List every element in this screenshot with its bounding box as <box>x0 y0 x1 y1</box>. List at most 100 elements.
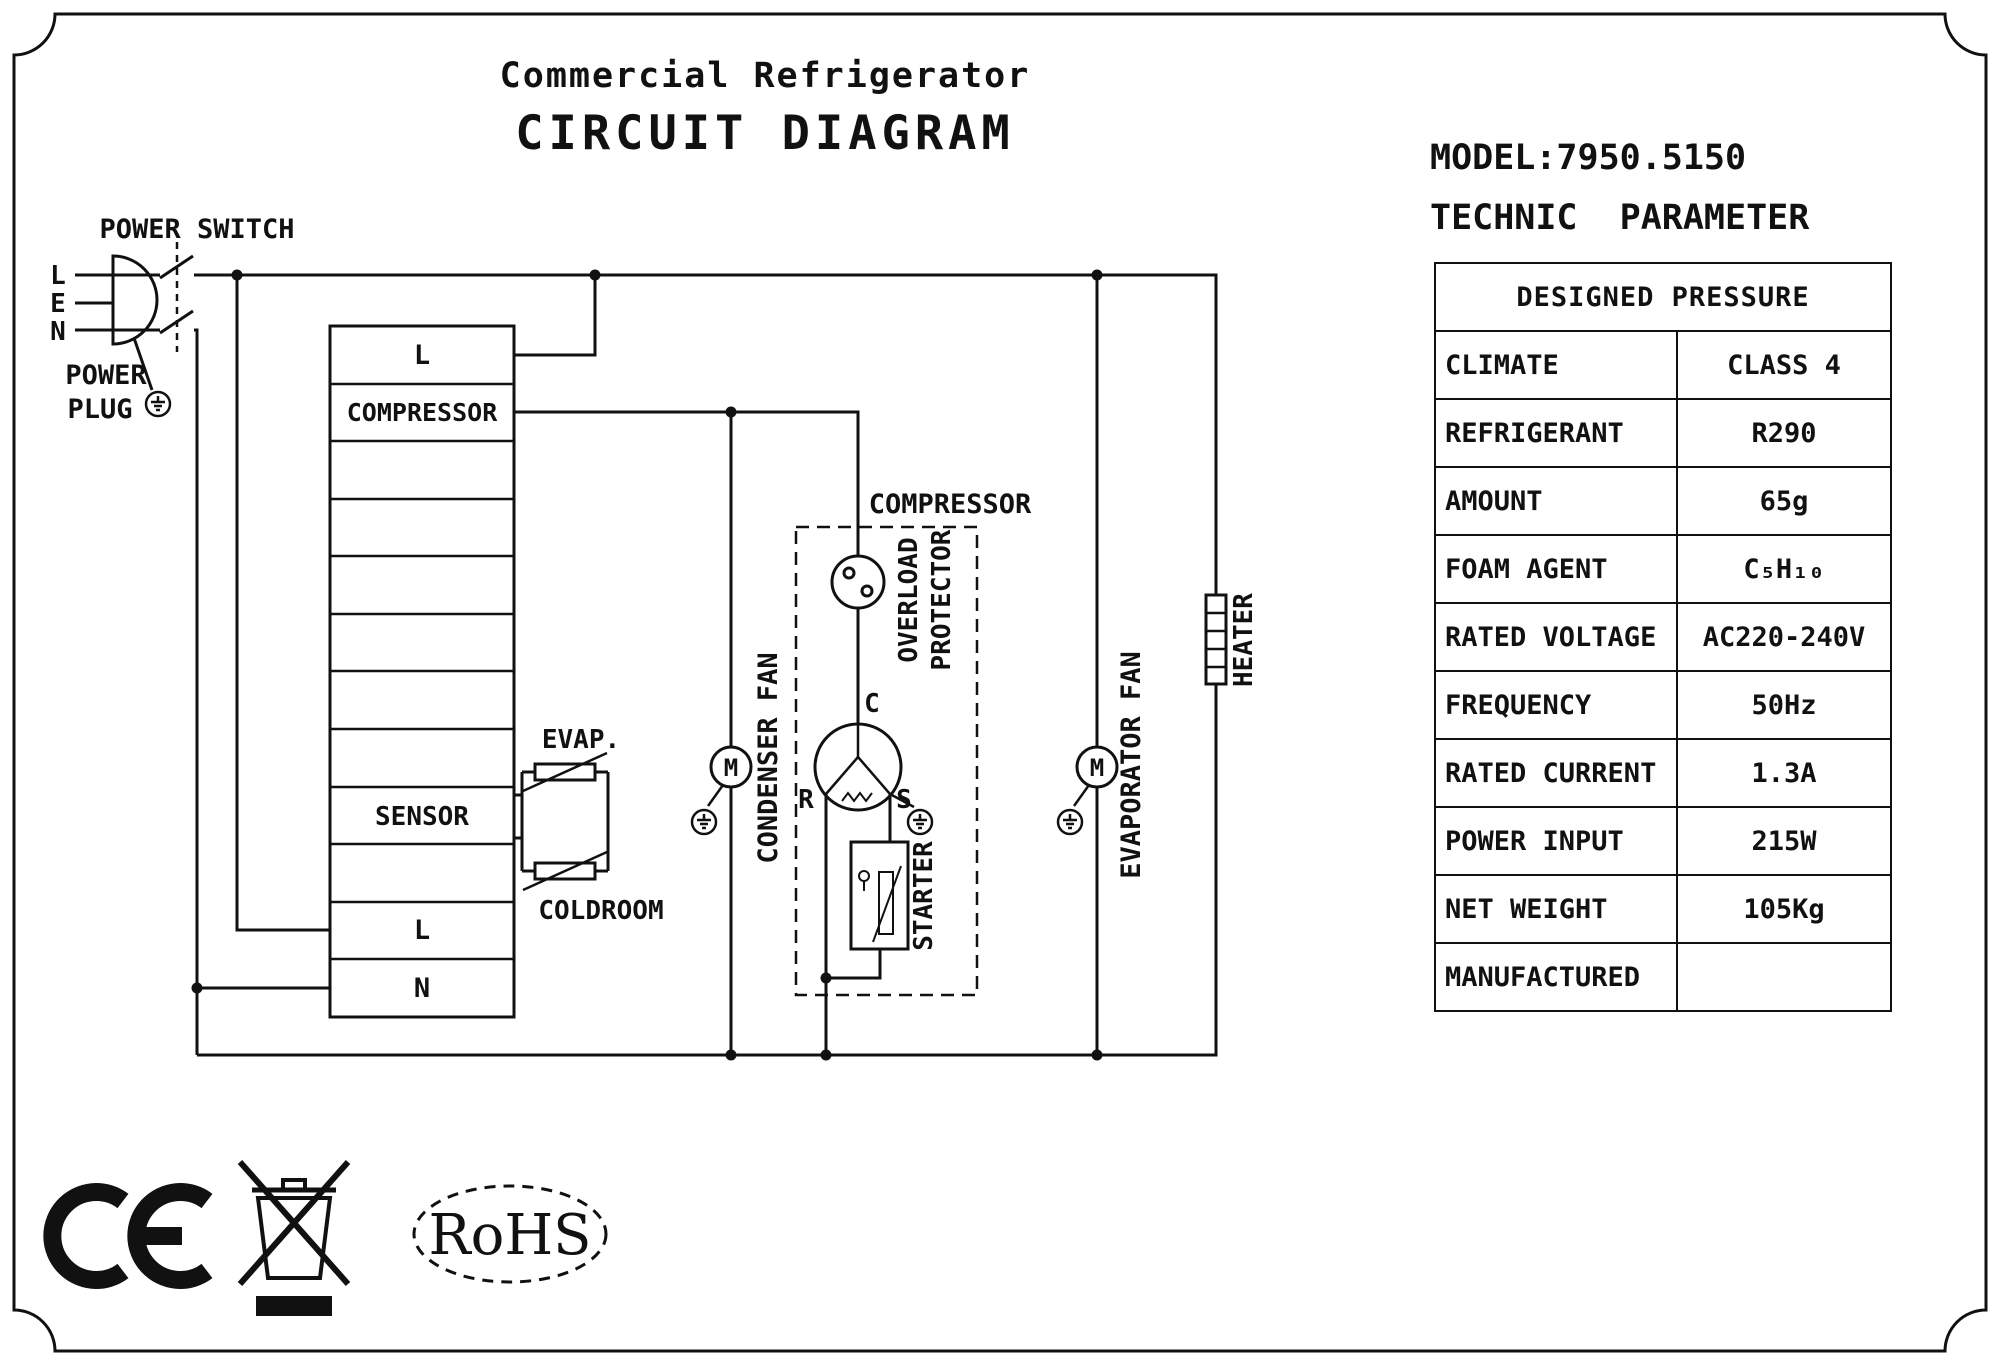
row-label: FREQUENCY <box>1434 670 1678 740</box>
heater-element <box>1204 593 1228 686</box>
rohs-badge: RoHS <box>412 1184 608 1284</box>
overload-contact-1 <box>842 566 856 580</box>
evaporator-motor <box>1075 745 1119 789</box>
decorative-border <box>12 12 1988 1353</box>
row-value: R290 <box>1676 398 1892 468</box>
table-row-net-weight: NET WEIGHT 105Kg <box>1434 874 1892 944</box>
heater-rungs <box>1206 611 1226 669</box>
row-value: CLASS 4 <box>1676 330 1892 400</box>
heater: HEATER <box>1204 593 1259 687</box>
starter-contact <box>858 870 870 882</box>
terminal-l-wire <box>514 275 597 357</box>
technic-parameter-table: DESIGNED PRESSURE CLIMATE CLASS 4 REFRIG… <box>1434 262 1892 1012</box>
plug-label-e: E <box>50 289 66 319</box>
motor-terminal-s: S <box>896 785 912 815</box>
evap-label: EVAP. <box>542 725 620 755</box>
compressor-box-label: COMPRESSOR <box>869 489 1032 520</box>
condenser-fan-label: CONDENSER FAN <box>753 652 784 863</box>
bin-handle <box>281 1178 307 1190</box>
starter-label: STARTER <box>909 841 939 951</box>
evaporator-fan-label: EVAPORATOR FAN <box>1116 651 1147 879</box>
row-label: CLIMATE <box>1434 330 1678 400</box>
bin-cross <box>237 1160 351 1286</box>
motor-terminal-r: R <box>798 785 814 815</box>
technic-parameter-heading: TECHNIC PARAMETER <box>1430 198 1810 238</box>
table-row-frequency: FREQUENCY 50Hz <box>1434 670 1892 740</box>
compressor-dashed-box <box>794 525 979 997</box>
starter-return-wire <box>826 949 882 980</box>
condenser-motor <box>709 745 753 789</box>
power-switch-label: POWER SWITCH <box>99 214 294 245</box>
power-plug-label-1: POWER <box>65 360 147 391</box>
row-label: MANUFACTURED <box>1434 942 1678 1012</box>
starter-ptc <box>878 871 894 935</box>
neutral-line <box>194 328 199 1055</box>
row-value: 50Hz <box>1676 670 1892 740</box>
overload-protector <box>830 554 886 610</box>
motor-terminal-c: C <box>864 689 880 719</box>
overload-contact-2 <box>860 584 874 598</box>
table-row-refrigerant: REFRIGERANT R290 <box>1434 398 1892 468</box>
thermistor-loop <box>520 770 610 873</box>
plug-ground-wire <box>132 337 154 391</box>
terminal-label-sensor: SENSOR <box>375 802 469 832</box>
shell-ground-wire <box>889 792 915 809</box>
row-value: C₅H₁₀ <box>1676 534 1892 604</box>
table-row-climate: CLIMATE CLASS 4 <box>1434 330 1892 400</box>
row-label: FOAM AGENT <box>1434 534 1678 604</box>
terminal-block: L COMPRESSOR SENSOR L N <box>328 324 516 1019</box>
ce-letter-e <box>127 1183 213 1289</box>
compressor-ground-icon <box>906 808 934 836</box>
bin-black-bar <box>256 1296 332 1316</box>
power-plug-label-2: PLUG <box>67 394 132 425</box>
compressor-assembly: COMPRESSOR OVERLOAD PROTECTOR C R S <box>794 489 1032 1055</box>
evaporator-fan: M EVAPORATOR FAN <box>1056 651 1147 879</box>
plug-body <box>111 254 159 346</box>
document-title: CIRCUIT DIAGRAM <box>515 106 1015 161</box>
main-wiring <box>194 273 1218 1057</box>
rohs-label: RoHS <box>428 1203 591 1268</box>
ce-letter-c <box>43 1183 129 1289</box>
terminal-dividers <box>330 382 514 961</box>
table-row-amount: AMOUNT 65g <box>1434 466 1892 536</box>
motor-winding <box>841 791 873 803</box>
model-number: MODEL:7950.5150 <box>1430 138 1747 178</box>
model-block: MODEL:7950.5150 TECHNIC PARAMETER <box>1430 138 1809 238</box>
junction-dots <box>191 269 1103 1061</box>
plug-ground-icon <box>144 390 172 418</box>
weee-bin-icon <box>237 1160 351 1316</box>
table-row-manufactured: MANUFACTURED <box>1434 942 1892 1012</box>
row-value <box>1676 942 1892 1012</box>
designed-pressure-header: DESIGNED PRESSURE <box>1434 262 1892 332</box>
row-value: 215W <box>1676 806 1892 876</box>
table-row-power-input: POWER INPUT 215W <box>1434 806 1892 876</box>
power-plug: L E N POWER PLUG <box>50 254 172 425</box>
compressor-row-wire <box>514 410 860 556</box>
condenser-ground-icon <box>690 808 718 836</box>
row-label: NET WEIGHT <box>1434 874 1678 944</box>
evap-thermistor-arrow <box>522 751 608 793</box>
table-row-rated-current: RATED CURRENT 1.3A <box>1434 738 1892 808</box>
switch-lever-l <box>159 254 194 280</box>
evaporator-ground-icon <box>1056 808 1084 836</box>
terminal-label-n: N <box>414 973 430 1004</box>
overload-label-2: PROTECTOR <box>927 529 957 670</box>
power-switch: POWER SWITCH <box>99 214 295 352</box>
title-block: Commercial Refrigerator CIRCUIT DIAGRAM <box>350 56 1180 161</box>
terminal-label-l-top: L <box>414 340 430 371</box>
rohs-oval <box>412 1184 608 1284</box>
terminal-label-compressor: COMPRESSOR <box>347 398 498 427</box>
row-value: 1.3A <box>1676 738 1892 808</box>
bottom-bus <box>197 684 1218 1057</box>
bin-body <box>255 1196 333 1280</box>
plug-label-l: L <box>50 261 66 291</box>
table-row-foam-agent: FOAM AGENT C₅H₁₀ <box>1434 534 1892 604</box>
live-branch <box>235 275 330 932</box>
row-value: AC220-240V <box>1676 602 1892 672</box>
row-label: RATED VOLTAGE <box>1434 602 1678 672</box>
condenser-ground-wire <box>706 784 725 807</box>
row-label: REFRIGERANT <box>1434 398 1678 468</box>
evaporator-motor-m: M <box>1090 754 1104 782</box>
